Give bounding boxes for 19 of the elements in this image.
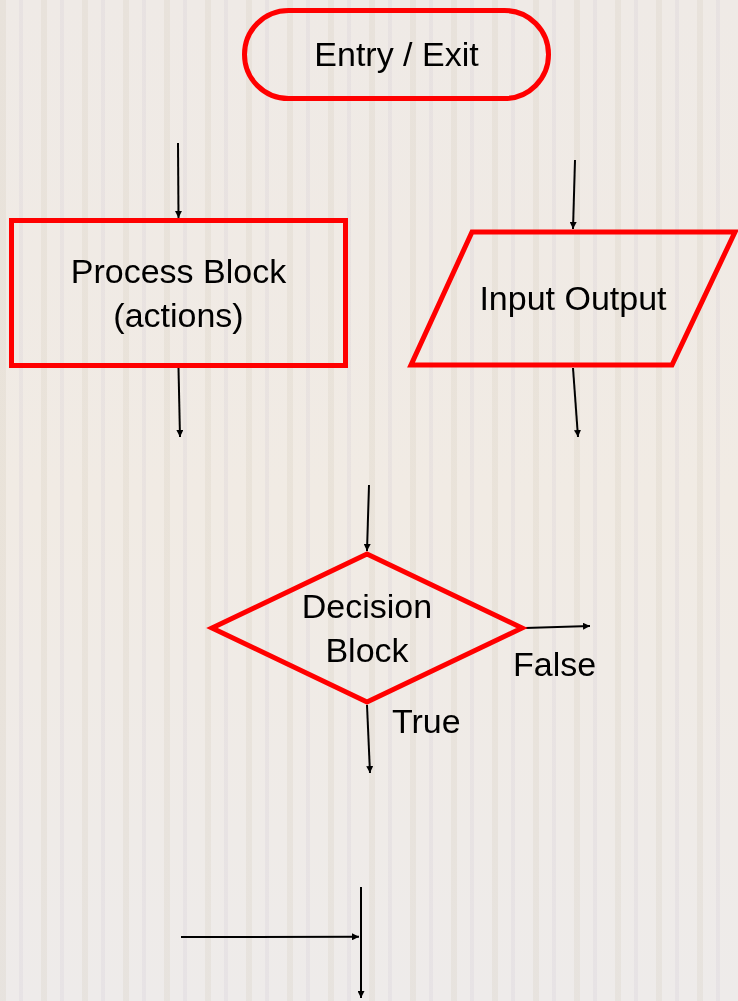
terminal-shape [242, 8, 551, 101]
node-label: Input Output [478, 278, 668, 320]
arrow [357, 939, 365, 999]
input-output-parallelogram [408, 229, 738, 368]
arrow [572, 367, 581, 438]
arrow [176, 367, 184, 438]
arrow [363, 484, 371, 552]
arrow [524, 622, 591, 630]
node-label: Decision Block [300, 585, 434, 671]
arrow [174, 142, 182, 219]
node-label: Entry / Exit [313, 34, 480, 76]
edge-label: False [513, 645, 597, 684]
arrow [366, 704, 374, 774]
arrow [569, 159, 577, 230]
junction-bar [359, 887, 363, 940]
edge-label: True [392, 702, 461, 741]
process-box [9, 218, 348, 368]
node-label: Process Block (actions) [69, 250, 288, 336]
arrow [180, 933, 360, 941]
